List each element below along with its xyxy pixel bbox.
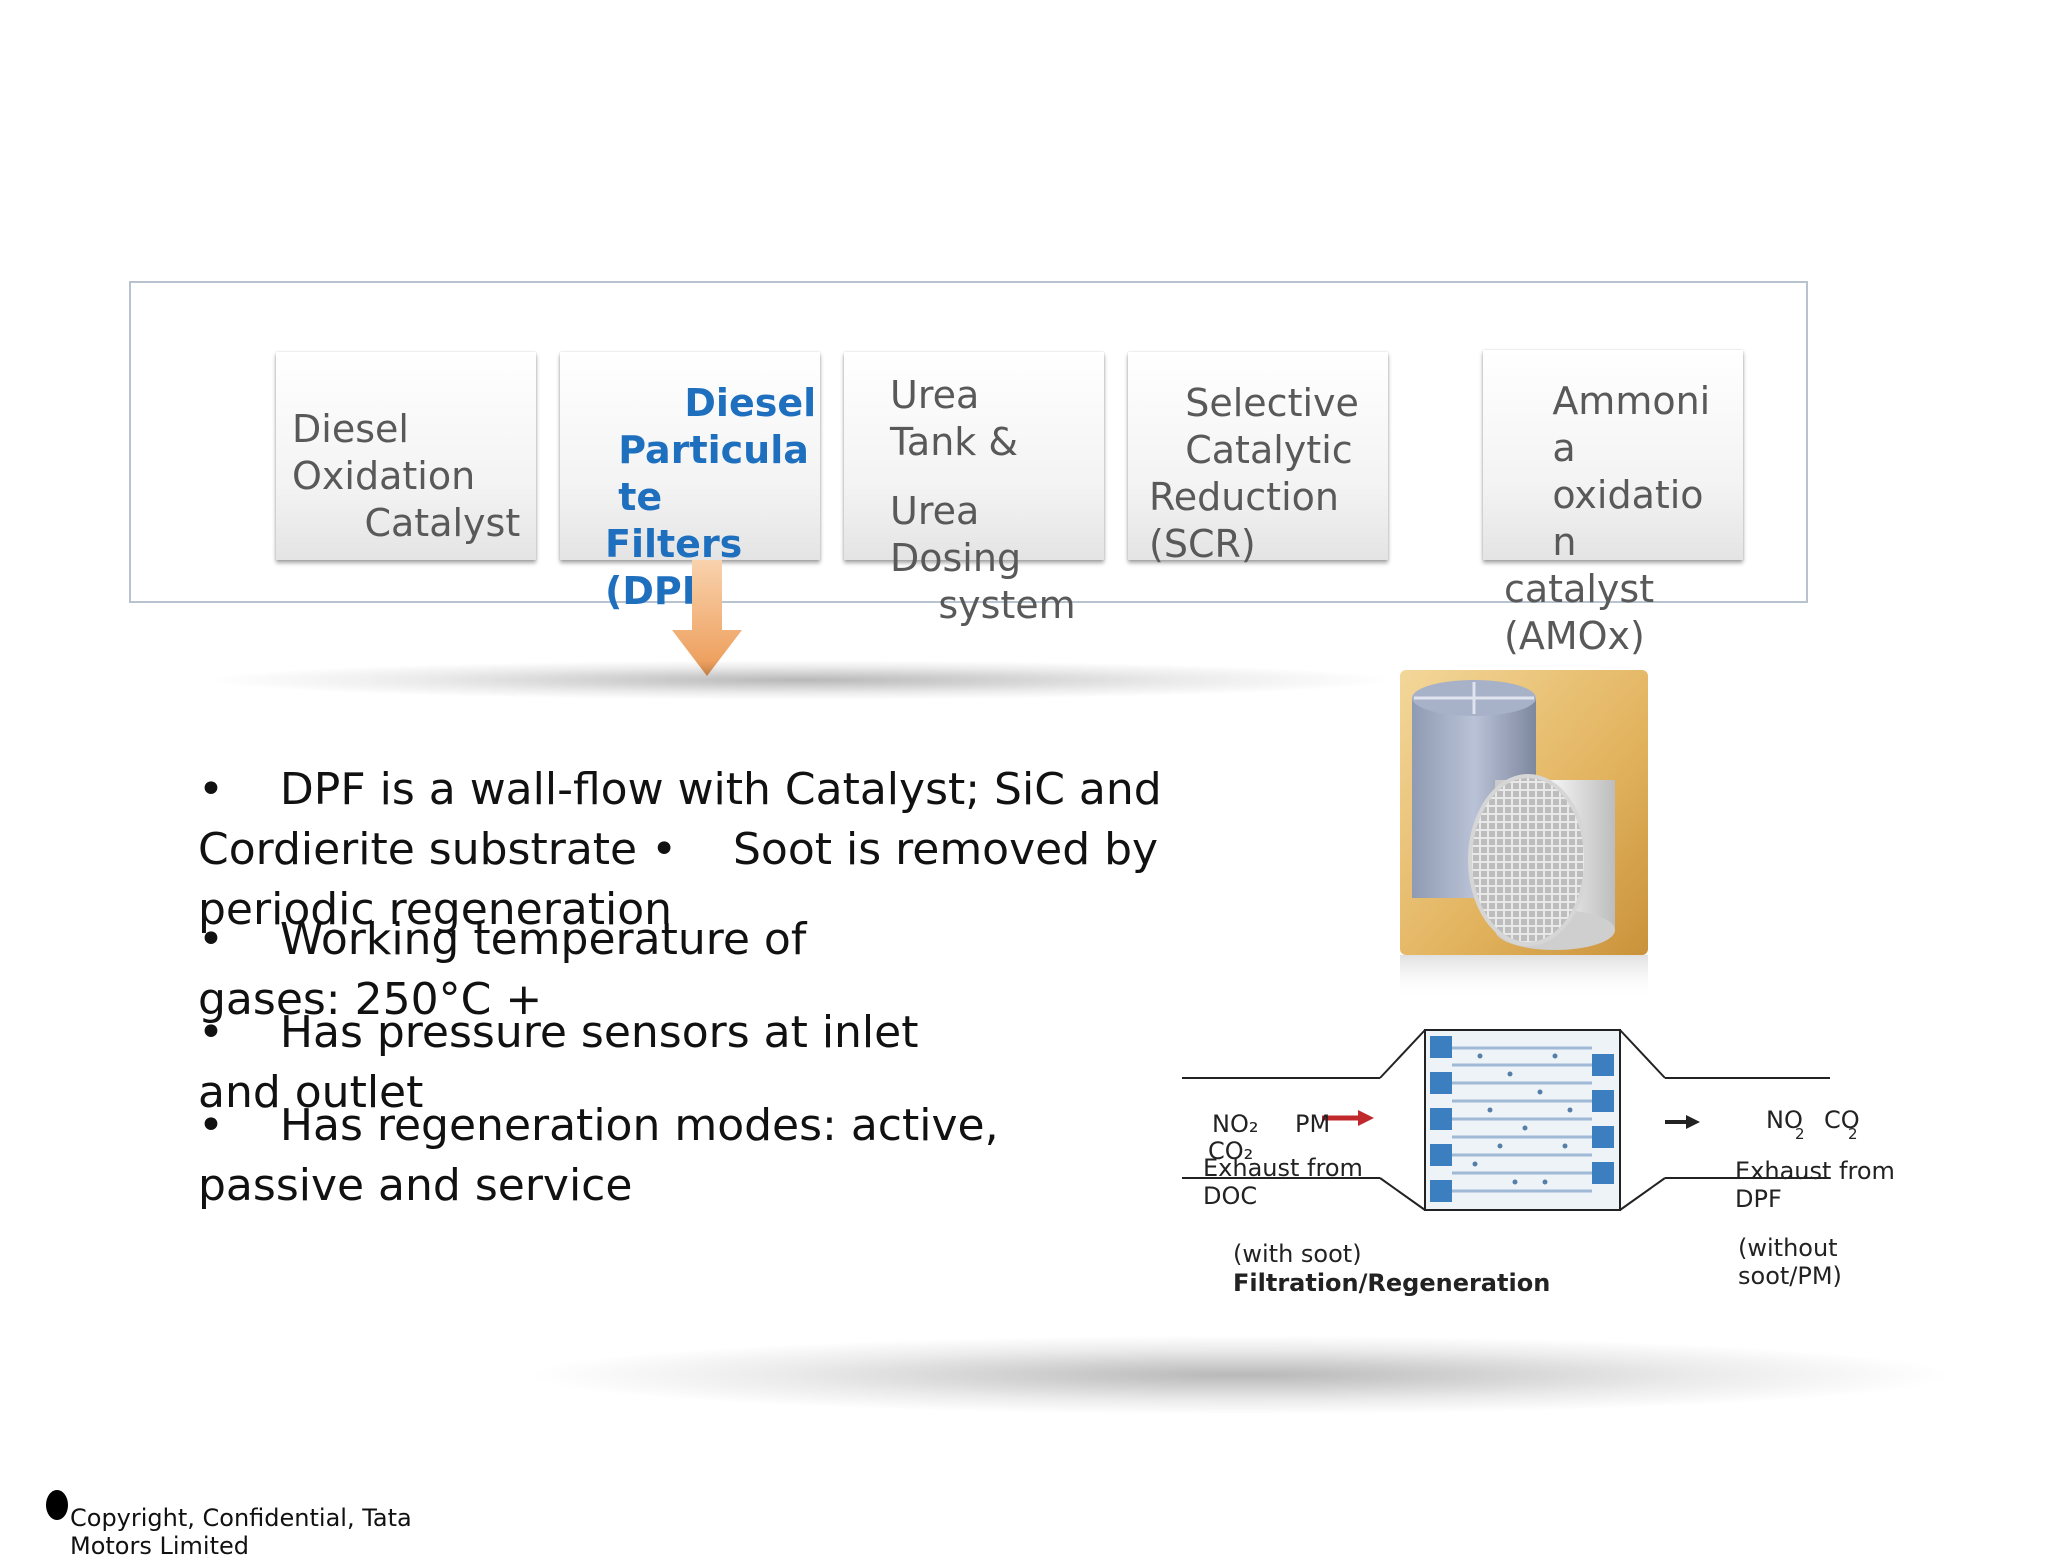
process-label-line: Urea — [890, 373, 980, 417]
process-label-line — [890, 466, 1076, 488]
divider-shadow-top — [200, 660, 1400, 700]
dpf-flow-diagram — [1182, 1029, 1830, 1211]
inlet-gas-no2: NO₂ — [1212, 1110, 1259, 1138]
bullet-line: gases: 250°C + — [198, 974, 543, 1025]
inlet-note: (with soot) — [1233, 1240, 1362, 1268]
bullet-line: • Has regeneration modes: active, — [198, 1100, 999, 1151]
process-label-line: Filters — [605, 522, 743, 566]
process-label-line: (AMOx) — [1504, 614, 1645, 658]
process-label-line: Ammoni — [1504, 379, 1711, 423]
process-label-line: Catalyst — [292, 501, 521, 545]
process-box-dpf — [560, 352, 820, 560]
outlet-note: (without soot/PM) — [1738, 1234, 1842, 1290]
process-label-line: Diesel — [292, 407, 409, 451]
outlet-exhaust-label: Exhaust from DPF — [1735, 1157, 1895, 1213]
process-label-line: te — [605, 475, 663, 519]
copyright-footer: Copyright, Confidential, Tata Motors Lim… — [70, 1504, 412, 1560]
process-label-line: catalyst — [1504, 567, 1655, 611]
process-label-line: Diesel — [605, 381, 817, 425]
down-arrow-icon — [672, 560, 742, 676]
bullet-line: • Working temperature of — [198, 914, 807, 965]
process-label-line: Reduction — [1149, 475, 1339, 519]
bullet-line: periodic regeneration — [198, 884, 673, 935]
inlet-gas-co2: CO₂ — [1208, 1137, 1254, 1165]
process-label-line: Tank & — [890, 420, 1019, 464]
process-label-line: Dosing — [890, 536, 1022, 580]
outlet-sub-co: 2 — [1848, 1125, 1858, 1143]
process-box-amox — [1483, 350, 1743, 560]
process-label-line: Oxidation — [292, 454, 476, 498]
dpf-filter-photo — [1400, 670, 1648, 1000]
process-label-line: oxidatio — [1504, 473, 1704, 517]
outlet-gas-co: CO — [1824, 1106, 1860, 1134]
process-label-line: (SCR) — [1149, 522, 1256, 566]
outlet-sub-no: 2 — [1795, 1125, 1805, 1143]
process-label-line: system — [890, 583, 1076, 627]
process-frame — [129, 281, 1808, 603]
process-label-line: n — [1504, 520, 1577, 564]
divider-shadow-bottom — [520, 1335, 1960, 1415]
process-box-doc — [276, 352, 536, 560]
process-label-line: Selective — [1149, 381, 1359, 425]
bullet-line: • Has pressure sensors at inlet — [198, 1007, 919, 1058]
bullet-line: and outlet — [198, 1067, 424, 1118]
process-box-urea — [844, 352, 1104, 560]
process-label-line: Particula — [605, 428, 809, 472]
inlet-exhaust-label: Exhaust from DOC — [1203, 1154, 1363, 1210]
footer-bullet-icon — [46, 1490, 68, 1520]
process-box-scr — [1128, 352, 1388, 560]
bullet-line: Cordierite substrate • Soot is removed b… — [198, 824, 1159, 875]
bullet-line: passive and service — [198, 1160, 633, 1211]
process-label-line: Urea — [890, 489, 980, 533]
outlet-gas-no: NO — [1766, 1106, 1803, 1134]
inlet-gas-pm: PM — [1295, 1110, 1331, 1138]
process-label-line: a — [1504, 426, 1576, 470]
diagram-caption: Filtration/Regeneration — [1233, 1269, 1551, 1297]
bullet-line: • DPF is a wall-flow with Catalyst; SiC … — [198, 764, 1162, 815]
process-label-line: Catalytic — [1149, 428, 1353, 472]
